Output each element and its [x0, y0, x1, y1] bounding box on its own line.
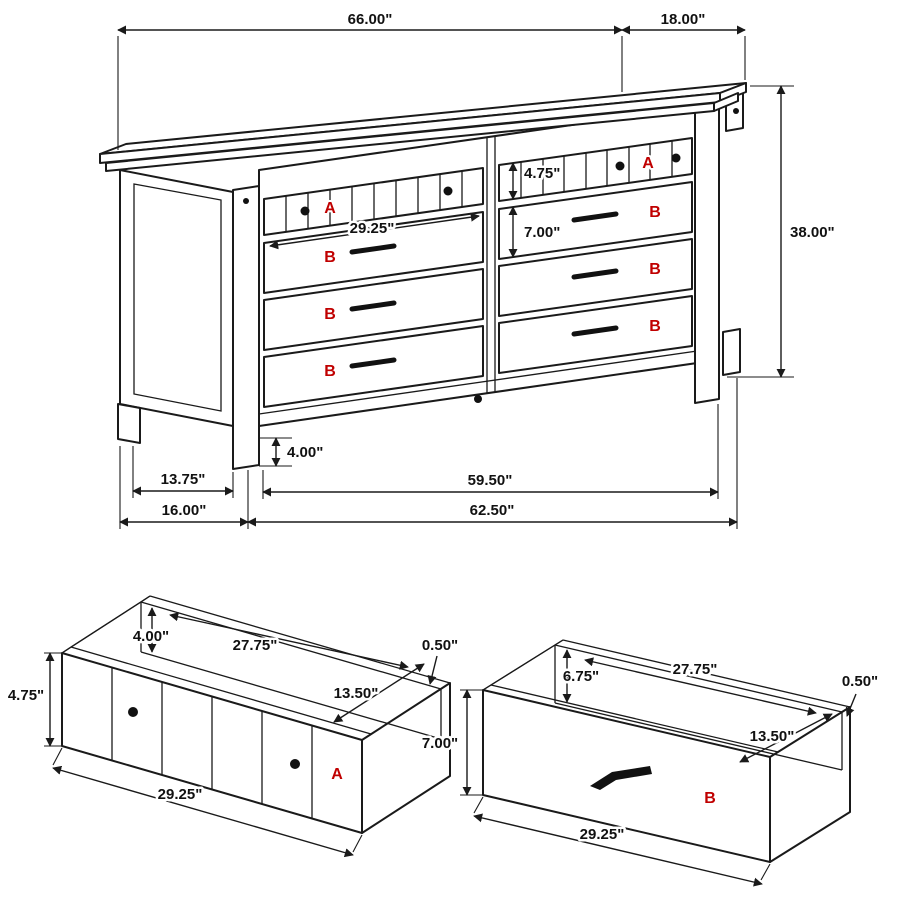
drawer-top-right-a [498, 137, 693, 202]
dim-footprint-front: 59.50" [262, 404, 719, 499]
dim-a-wall-thickness-label: 0.50" [422, 637, 458, 654]
dim-footprint-front-label: 59.50" [468, 472, 513, 489]
dim-footprint-side-label: 13.75" [161, 471, 206, 488]
knob-icon [671, 153, 681, 163]
dim-leg-height: 4.00" [259, 437, 326, 467]
drawer-b-part-label: B [704, 790, 716, 807]
dim-b-box-height: 6.75" [560, 649, 602, 703]
front-right-post [694, 103, 720, 404]
dim-overall-height-label: 38.00" [790, 224, 835, 241]
dim-b-front-height: 7.00" [419, 689, 483, 796]
dim-drawer-width: 29.25" [269, 212, 480, 250]
dim-a-inner-width: 27.75" [169, 612, 409, 670]
dim-b-wall-thickness: 0.50" [839, 671, 881, 717]
drawer-b-view: B [482, 639, 851, 863]
bar-handle-icon [571, 211, 619, 223]
dim-b-box-depth: 13.50" [739, 713, 833, 763]
drawer-b-dimensions: 7.00" 6.75" 27.75" 0.50" 13.50" 29.25" [419, 649, 881, 887]
dim-b-inner-width: 27.75" [584, 657, 817, 716]
drawer-left-3-b [263, 268, 484, 351]
dim-b-box-depth-label: 13.50" [750, 728, 795, 745]
dim-b-front-width: 29.25" [473, 796, 771, 887]
part-label-b-right-4: B [649, 318, 661, 335]
drawer-a-dimensions: 4.75" 4.00" 27.75" 0.50" 13.50" 29.25" [5, 607, 461, 858]
bar-handle-icon [571, 268, 619, 280]
dim-b-front-width-label: 29.25" [580, 826, 625, 843]
dim-b-front-height-label: 7.00" [422, 735, 458, 752]
drawer-right-4-b [498, 295, 693, 374]
dim-top-depth: 18.00" [621, 9, 746, 80]
bar-handle-icon [349, 300, 397, 312]
dim-top-drawer-height: 4.75" [508, 162, 563, 200]
part-label-b-left-3: B [324, 306, 336, 323]
dim-a-inner-width-label: 27.75" [233, 637, 278, 654]
dim-a-box-depth-label: 13.50" [334, 685, 379, 702]
dim-side-depth-label: 16.00" [162, 502, 207, 519]
drawer-a-view: A [61, 595, 451, 834]
dim-drawer-height-label: 7.00" [524, 224, 560, 241]
drawer-left-4-b [263, 325, 484, 408]
dim-a-front-height: 4.75" [5, 652, 62, 747]
bottom-rail-line [258, 347, 719, 415]
bar-handle-icon [349, 357, 397, 369]
center-foot [474, 395, 482, 403]
dim-top-length-label: 66.00" [348, 11, 393, 28]
dim-drawer-width-label: 29.25" [350, 220, 395, 237]
dim-top-drawer-height-label: 4.75" [524, 165, 560, 182]
dim-top-depth-label: 18.00" [661, 11, 706, 28]
dresser-top [99, 82, 747, 172]
dim-b-wall-thickness-label: 0.50" [842, 673, 878, 690]
dim-b-box-height-label: 6.75" [563, 668, 599, 685]
bar-handle-icon [590, 766, 652, 790]
knob-icon [128, 707, 138, 717]
dim-a-front-width: 29.25" [52, 747, 363, 858]
part-label-b-left-4: B [324, 363, 336, 380]
back-right-leg [722, 328, 741, 376]
back-left-leg [117, 403, 141, 444]
dim-a-wall-thickness: 0.50" [419, 635, 461, 685]
dim-a-box-height: 4.00" [130, 607, 172, 653]
dim-footprint-side: 13.75" [132, 446, 234, 498]
dim-overall-height: 38.00" [727, 85, 837, 378]
part-label-b-right-3: B [649, 261, 661, 278]
dim-side-depth: 16.00" [119, 446, 249, 529]
bar-handle-icon [571, 325, 619, 337]
drawer-right-2-b [498, 181, 693, 260]
front-left-post [232, 185, 260, 470]
part-label-b-right-2: B [649, 204, 661, 221]
dim-b-inner-width-label: 27.75" [673, 661, 718, 678]
dim-a-box-height-label: 4.00" [133, 628, 169, 645]
post-peg-icon [243, 198, 249, 204]
dresser-dimensions: 66.00" 18.00" 38.00" 4.75" 7.00" 29.25" [117, 9, 837, 529]
part-label-a-right: A [642, 155, 654, 172]
dim-top-length: 66.00" [117, 9, 623, 150]
drawer-a-right-wall [361, 682, 451, 834]
dim-leg-height-label: 4.00" [287, 444, 323, 461]
knob-icon [300, 206, 310, 216]
top-molding-end [713, 92, 739, 112]
dim-a-front-height-label: 4.75" [8, 687, 44, 704]
dim-floor-width-label: 62.50" [470, 502, 515, 519]
dim-floor-width: 62.50" [247, 378, 738, 529]
side-panel-face [119, 169, 234, 427]
knob-icon [615, 161, 625, 171]
part-label-b-left-2: B [324, 249, 336, 266]
dim-drawer-height: 7.00" [508, 206, 563, 258]
knob-icon [290, 759, 300, 769]
drawer-right-3-b [498, 238, 693, 317]
post-peg-icon [733, 108, 739, 114]
dresser-view: A A B B B B B B [99, 82, 747, 470]
drawer-knobs [300, 153, 681, 216]
center-stile [486, 136, 496, 393]
drawer-a-part-label: A [331, 766, 343, 783]
dim-a-front-width-label: 29.25" [158, 786, 203, 803]
part-label-a-left: A [324, 200, 336, 217]
side-panel-inset [133, 183, 222, 412]
knob-icon [443, 186, 453, 196]
dim-a-box-depth: 13.50" [331, 663, 425, 723]
